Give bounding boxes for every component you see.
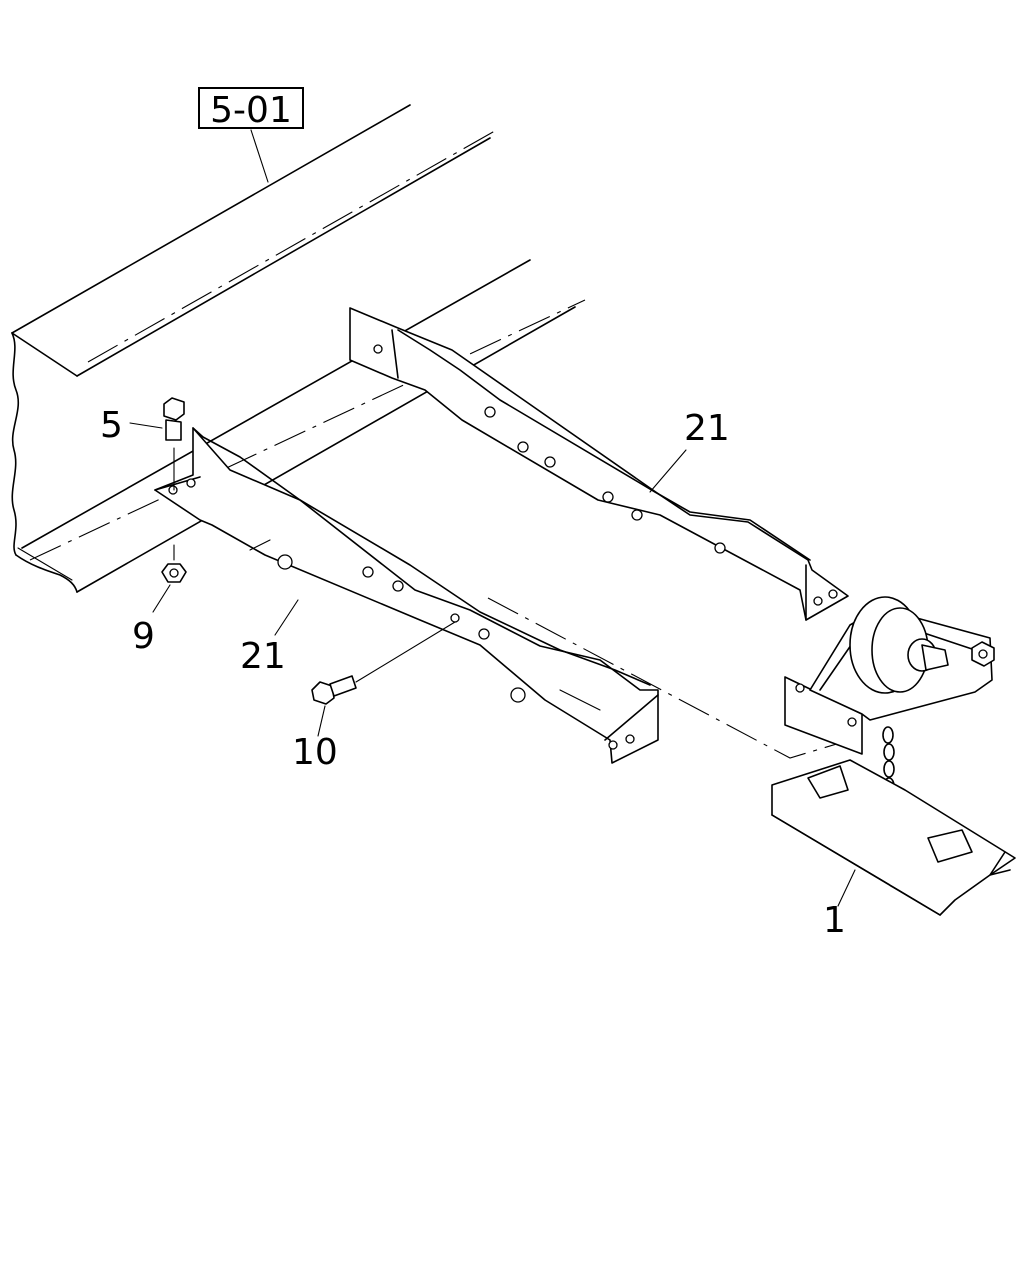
nut-9-icon <box>161 544 187 583</box>
winch-assembly <box>784 596 995 823</box>
callout-9[interactable]: 9 <box>132 616 155 657</box>
bolt-5-icon <box>163 397 185 491</box>
bracket-front <box>154 427 659 764</box>
callout-10[interactable]: 10 <box>292 732 338 773</box>
carrier-plate <box>771 759 1016 916</box>
leader-10 <box>317 705 326 737</box>
reference-leader <box>250 129 269 183</box>
bolt-10-icon <box>311 621 456 705</box>
reference-box[interactable]: 5-01 <box>198 87 304 131</box>
mount-centerline <box>487 597 851 759</box>
leader-21-front <box>274 599 299 636</box>
callout-21-rear[interactable]: 21 <box>684 408 730 449</box>
leader-21-rear <box>649 449 687 493</box>
reference-label: 5-01 <box>210 90 292 131</box>
leader-1 <box>837 869 856 907</box>
callout-21-front[interactable]: 21 <box>240 636 286 677</box>
callout-5[interactable]: 5 <box>100 405 123 446</box>
leader-9 <box>152 584 171 613</box>
frame-rail <box>11 104 586 593</box>
leader-5 <box>129 422 163 429</box>
bracket-rear <box>349 307 849 621</box>
callout-1[interactable]: 1 <box>823 900 846 941</box>
